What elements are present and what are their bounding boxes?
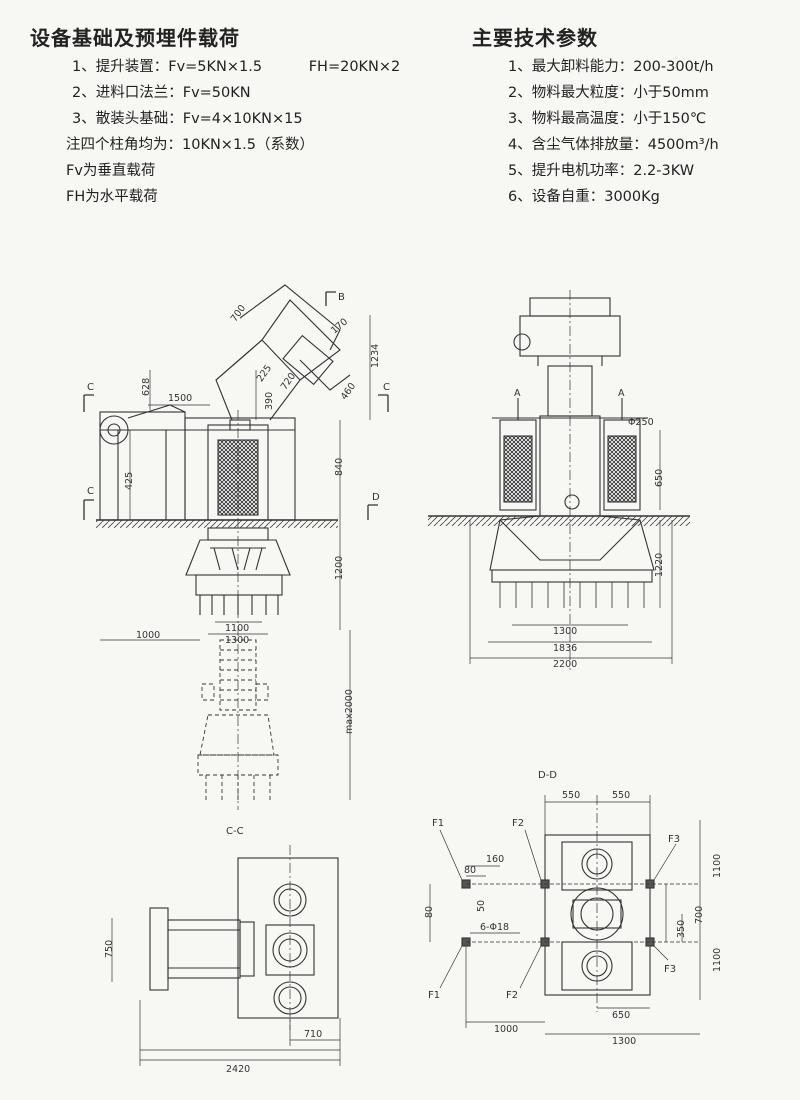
cc-view-labels: C-C 750 710 2420 bbox=[104, 826, 322, 1075]
marker-b: B bbox=[338, 292, 345, 303]
dim-1300: 1300 bbox=[225, 635, 249, 646]
dim-720: 720 bbox=[279, 371, 298, 392]
dim-650: 650 bbox=[654, 469, 665, 487]
dim-2200: 2200 bbox=[553, 659, 577, 670]
dim-1000-dd: 1000 bbox=[494, 1024, 518, 1035]
dim-840: 840 bbox=[334, 458, 345, 476]
dim-550-right: 550 bbox=[612, 790, 630, 801]
dd-view-label: D-D bbox=[538, 770, 557, 781]
side-view bbox=[428, 290, 690, 670]
dim-1000: 1000 bbox=[136, 630, 160, 641]
horizontal-load-value: FH=20KN×2 bbox=[308, 59, 401, 75]
param-line-4: 4、含尘气体排放量：4500m³/h bbox=[508, 137, 719, 153]
cc-view-label: C-C bbox=[226, 826, 244, 837]
dim-50: 50 bbox=[476, 900, 487, 912]
param-line-2: 2、物料最大粒度：小于50mm bbox=[508, 85, 709, 101]
dim-225: 225 bbox=[255, 363, 274, 384]
dim-628: 628 bbox=[141, 378, 152, 396]
force-f3-bottom: F3 bbox=[664, 964, 676, 975]
hole-spec: 6-Φ18 bbox=[480, 922, 509, 933]
dim-1500: 1500 bbox=[168, 393, 192, 404]
marker-c-left: C bbox=[87, 382, 94, 393]
dim-1200: 1200 bbox=[334, 556, 345, 580]
param-line-1: 1、最大卸料能力：200-300t/h bbox=[508, 59, 714, 75]
dd-view-labels: D-D 550 550 160 80 80 50 6-Φ18 1100 700 … bbox=[424, 770, 723, 1047]
dd-view bbox=[429, 795, 701, 1035]
dim-700: 700 bbox=[694, 906, 705, 924]
load-note: 注四个柱角均为：10KN×1.5（系数） bbox=[66, 137, 315, 153]
dim-550-left: 550 bbox=[562, 790, 580, 801]
front-view bbox=[83, 284, 389, 810]
dim-170: 170 bbox=[329, 316, 350, 336]
dim-1220: 1220 bbox=[654, 553, 665, 577]
dim-425: 425 bbox=[124, 472, 135, 490]
param-line-5: 5、提升电机功率：2.2-3KW bbox=[508, 163, 695, 179]
cc-view bbox=[111, 845, 341, 1066]
force-f2-bottom: F2 bbox=[506, 990, 518, 1001]
load-line-3: 3、散装头基础：Fv=4×10KN×15 bbox=[72, 111, 303, 127]
dim-2420: 2420 bbox=[226, 1064, 250, 1075]
dim-1100-top: 1100 bbox=[712, 854, 723, 878]
dim-460: 460 bbox=[339, 381, 358, 402]
marker-d: D bbox=[372, 492, 380, 503]
dim-80-vert: 80 bbox=[424, 906, 435, 918]
dim-80-horiz: 80 bbox=[464, 865, 476, 876]
dim-1234: 1234 bbox=[370, 344, 381, 368]
force-f2-top: F2 bbox=[512, 818, 524, 829]
param-line-3: 3、物料最高温度：小于150℃ bbox=[508, 111, 707, 127]
marker-c-right: C bbox=[383, 382, 390, 393]
dim-1300-side: 1300 bbox=[553, 626, 577, 637]
dim-750: 750 bbox=[104, 940, 115, 958]
param-line-6: 6、设备自重：3000Kg bbox=[508, 189, 660, 205]
dim-1100: 1100 bbox=[225, 623, 249, 634]
marker-a-right: A bbox=[618, 388, 625, 399]
marker-c-bottom: C bbox=[87, 486, 94, 497]
load-line-1: 1、提升装置：Fv=5KN×1.5 FH=20KN×2 bbox=[72, 59, 401, 75]
dim-160: 160 bbox=[486, 854, 504, 865]
marker-a-left: A bbox=[514, 388, 521, 399]
dim-350: 350 bbox=[676, 920, 687, 938]
horizontal-load-legend: FH为水平载荷 bbox=[66, 189, 158, 205]
dim-390: 390 bbox=[264, 392, 275, 410]
dim-phi250: Φ250 bbox=[628, 417, 654, 428]
force-f3-top: F3 bbox=[668, 834, 680, 845]
dim-650-dd: 650 bbox=[612, 1010, 630, 1021]
side-view-labels: Φ250 650 1220 1300 1836 2200 A A bbox=[514, 388, 665, 670]
dim-1100-bottom: 1100 bbox=[712, 948, 723, 972]
load-line-2: 2、进料口法兰：Fv=50KN bbox=[72, 85, 251, 101]
foundation-load-title: 设备基础及预埋件载荷 bbox=[30, 26, 240, 50]
dim-710: 710 bbox=[304, 1029, 322, 1040]
force-f1-top: F1 bbox=[432, 818, 444, 829]
tech-params-title: 主要技术参数 bbox=[472, 26, 598, 50]
dim-1836: 1836 bbox=[553, 643, 577, 654]
dim-1300-dd: 1300 bbox=[612, 1036, 636, 1047]
dim-max2000: max2000 bbox=[344, 689, 355, 734]
vertical-load-legend: Fv为垂直载荷 bbox=[66, 163, 156, 179]
force-f1-bottom: F1 bbox=[428, 990, 440, 1001]
